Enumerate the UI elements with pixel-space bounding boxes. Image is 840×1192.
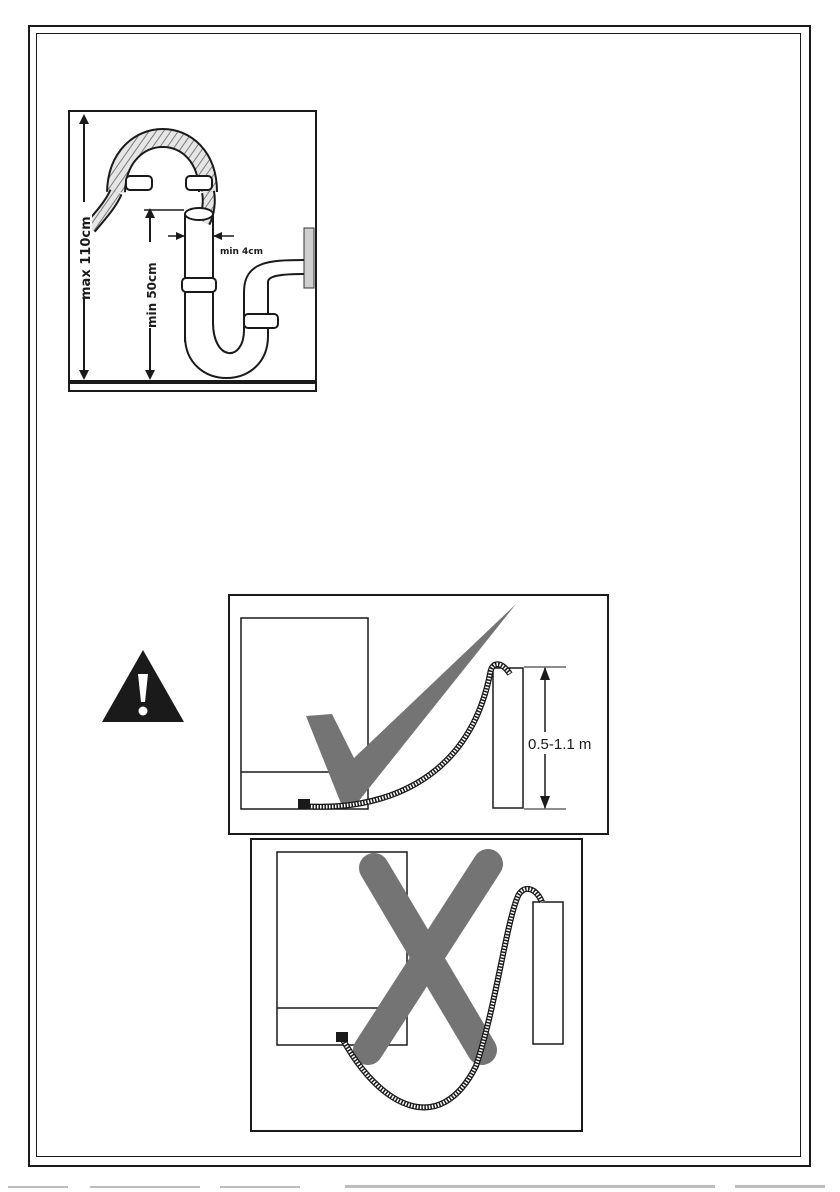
pipe-diameter-label: min 4cm bbox=[220, 247, 263, 257]
height-range-label: 0.5-1.1 m bbox=[528, 736, 591, 753]
correct-installation-figure: 0.5-1.1 m bbox=[228, 594, 609, 835]
incorrect-installation-figure bbox=[250, 838, 583, 1132]
max-height-label: max 110cm bbox=[79, 216, 94, 300]
siphon-illustration: max 110cm min 50cm min 4cm bbox=[68, 110, 317, 392]
warning-triangle-icon bbox=[100, 648, 186, 724]
bottom-edge-strip bbox=[0, 1182, 840, 1192]
min-height-label: min 50cm bbox=[145, 262, 159, 328]
